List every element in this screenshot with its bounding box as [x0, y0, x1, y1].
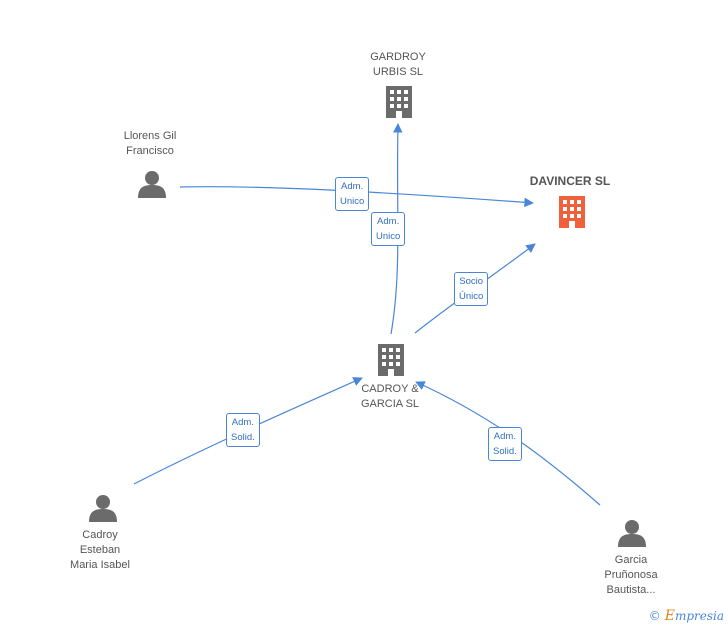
edge-label-cadroy-gardroy[interactable]: Adm. Unico: [371, 212, 406, 246]
edge-label-llorens-davincer[interactable]: Adm. Unico: [335, 177, 370, 211]
copyright-symbol: ©: [648, 609, 661, 623]
edge-label-garcia-cadroy[interactable]: Adm. Solid.: [488, 427, 522, 461]
person-icon[interactable]: [138, 171, 166, 198]
edge-label-cadroy-davincer[interactable]: Socio Único: [454, 272, 489, 306]
edge-garcia-cadroy: [415, 381, 601, 506]
brand-initial: E: [664, 608, 675, 624]
node-label-garcia-prunonosa[interactable]: Garcia Pruñonosa Bautista...: [604, 554, 658, 596]
person-icon[interactable]: [89, 495, 117, 522]
node-label-cadroy-esteban[interactable]: Cadroy Esteban Maria Isabel: [70, 529, 130, 571]
empresia-credit[interactable]: ©Empresia: [649, 608, 724, 624]
building-icon[interactable]: [386, 86, 412, 118]
node-label-gardroy[interactable]: GARDROY URBIS SL: [370, 51, 426, 78]
person-icon[interactable]: [618, 520, 646, 547]
node-label-davincer[interactable]: DAVINCER SL: [529, 174, 611, 188]
node-label-llorens[interactable]: Llorens Gil Francisco: [123, 130, 177, 157]
building-icon[interactable]: [559, 196, 585, 228]
node-label-cadroy-garcia[interactable]: CADROY & GARCIA SL: [360, 383, 420, 410]
edge-label-esteban-cadroy[interactable]: Adm. Solid.: [226, 413, 260, 447]
building-icon[interactable]: [378, 344, 404, 376]
brand-name: mpresia: [674, 609, 724, 623]
